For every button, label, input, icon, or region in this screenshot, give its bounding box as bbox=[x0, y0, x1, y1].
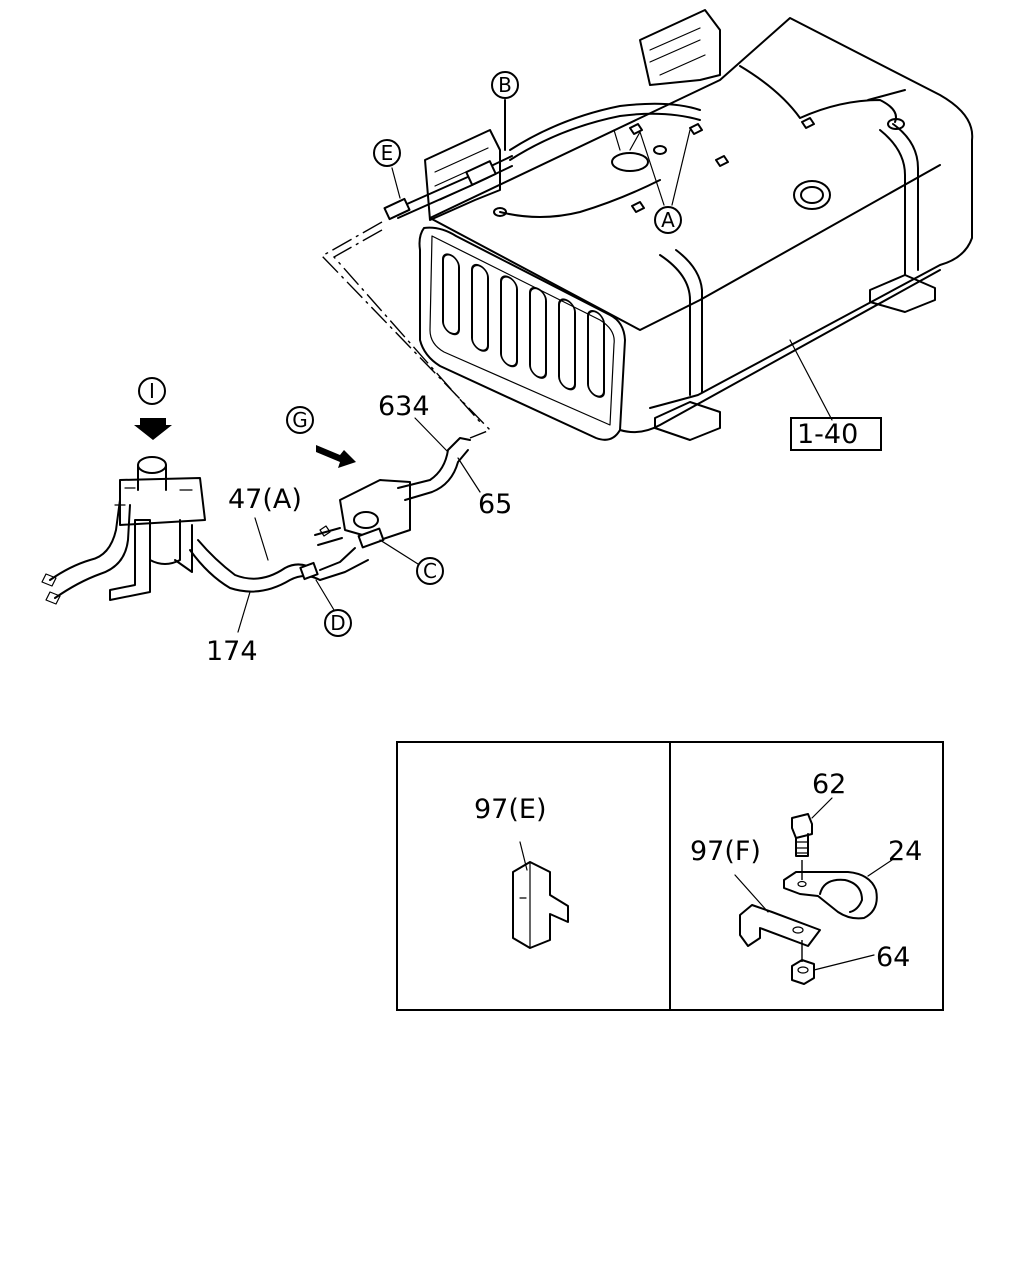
callout-B: B bbox=[491, 71, 519, 99]
label-47a: 47(A) bbox=[228, 484, 302, 515]
label-65: 65 bbox=[478, 489, 512, 520]
view-arrow-right-icon bbox=[316, 445, 356, 468]
callout-C: C bbox=[416, 557, 444, 585]
tank-hose-assembly bbox=[383, 99, 513, 221]
svg-text:24: 24 bbox=[888, 836, 922, 867]
view-arrow-down-icon bbox=[134, 418, 172, 440]
label-634: 634 bbox=[378, 391, 430, 422]
callout-E: E bbox=[373, 139, 401, 167]
svg-text:97(F): 97(F) bbox=[690, 836, 761, 867]
svg-text:E: E bbox=[381, 141, 394, 165]
fuel-tank bbox=[418, 9, 974, 441]
svg-text:A: A bbox=[661, 208, 675, 232]
svg-text:B: B bbox=[498, 73, 512, 97]
svg-text:I: I bbox=[149, 379, 155, 403]
label-1-40-box: 1-40 bbox=[790, 417, 882, 451]
bracket-97e: 97(E) bbox=[474, 794, 569, 949]
clamp-assembly-97f: 97(F) 62 24 64 bbox=[690, 769, 922, 985]
tank-end-ribs bbox=[442, 253, 605, 398]
callout-I: I bbox=[138, 377, 166, 405]
feed-pump-assembly bbox=[237, 417, 481, 633]
callout-G: G bbox=[286, 406, 314, 434]
callout-D: D bbox=[324, 609, 352, 637]
detail-box bbox=[396, 741, 944, 1011]
dashed-pipe-route bbox=[320, 221, 492, 439]
fuel-filter-assembly bbox=[41, 456, 369, 605]
svg-text:1-40: 1-40 bbox=[797, 419, 858, 450]
svg-text:D: D bbox=[330, 611, 345, 635]
svg-text:64: 64 bbox=[876, 942, 910, 973]
svg-text:C: C bbox=[423, 559, 437, 583]
callout-A: A bbox=[654, 206, 682, 234]
svg-text:97(E): 97(E) bbox=[474, 794, 546, 825]
svg-text:G: G bbox=[292, 408, 308, 432]
svg-text:62: 62 bbox=[812, 769, 846, 800]
label-174: 174 bbox=[206, 636, 258, 667]
